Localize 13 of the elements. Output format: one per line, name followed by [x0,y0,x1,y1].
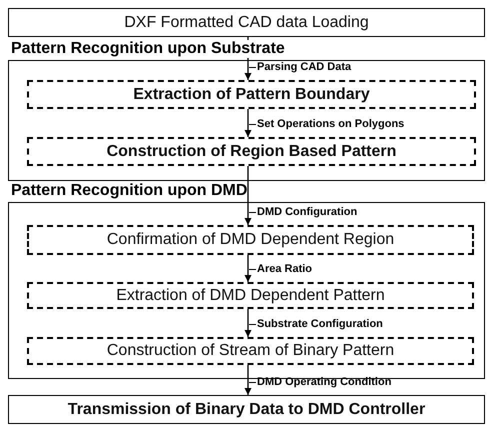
group-heading: Pattern Recognition upon Substrate [11,40,285,58]
process-box: Construction of Stream of Binary Pattern [27,337,474,365]
process-box: DXF Formatted CAD data Loading [8,8,485,37]
process-box: Extraction of DMD Dependent Pattern [27,282,474,309]
process-box: Confirmation of DMD Dependent Region [27,225,474,255]
edge-label: DMD Configuration [249,206,358,219]
process-box: Construction of Region Based Pattern [27,137,476,166]
process-box: Extraction of Pattern Boundary [27,80,476,109]
edge-label: Set Operations on Polygons [249,118,404,131]
group-heading: Pattern Recognition upon DMD [11,182,248,200]
edge-label: Substrate Configuration [249,318,383,331]
edge-label: Parsing CAD Data [249,61,352,74]
process-box: Transmission of Binary Data to DMD Controller [8,395,485,424]
